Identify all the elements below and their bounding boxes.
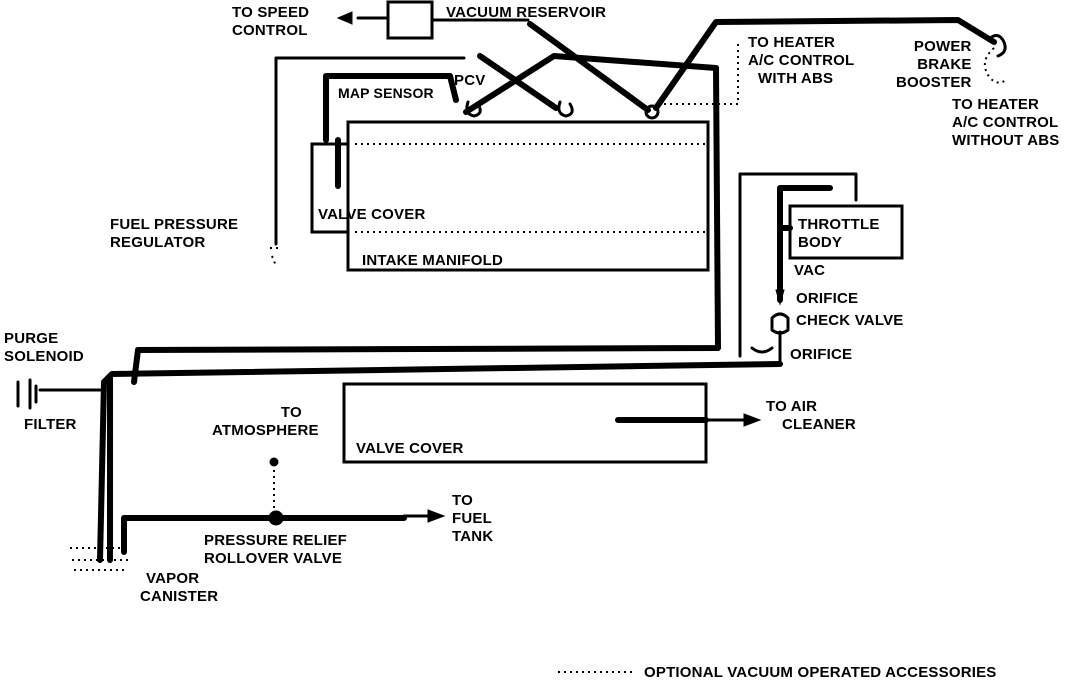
manifold-port-fitting (557, 100, 574, 118)
optional-heater-ac-abs-line (664, 40, 739, 105)
intake-manifold-label: INTAKE MANIFOLD (362, 252, 504, 269)
atmosphere-vent-tip (269, 457, 279, 467)
throttle-body-box (788, 204, 904, 260)
to-atmosphere-label: TO ATMOSPHERE (212, 404, 319, 439)
vapor-canister-label: VAPOR CANISTER (140, 570, 219, 605)
orifice-lower-fitting (750, 346, 774, 354)
map-sensor-hose (323, 73, 459, 143)
to-speed-control-label: TO SPEED CONTROL (232, 4, 310, 39)
brake-booster-fitting (986, 34, 1007, 58)
to-heater-no-abs-label: TO HEATER A/C CONTROL WITHOUT ABS (952, 96, 1060, 149)
to-fuel-tank-label: TO FUEL TANK (452, 492, 494, 545)
pcv-fitting (465, 100, 482, 118)
pcv-label: PCV (454, 72, 486, 89)
valve-cover-top-box (346, 120, 710, 272)
fuel-regulator-loop-hose (274, 56, 466, 246)
reservoir-manifold-port (644, 104, 660, 120)
canister-to-tank-hose (121, 515, 407, 555)
filter-label: FILTER (24, 416, 77, 433)
check-valve-fitting (770, 312, 790, 335)
manifold-to-purge-hose (131, 65, 721, 385)
legend-label: OPTIONAL VACUUM OPERATED ACCESSORIES (644, 664, 997, 681)
throttle-bracket (738, 172, 858, 358)
purge-solenoid-label: PURGE SOLENOID (4, 330, 84, 365)
map-sensor-label: MAP SENSOR (338, 85, 434, 101)
to-air-cleaner-label: TO AIR CLEANER (766, 398, 856, 433)
throttle-vac-hose (777, 185, 833, 231)
pressure-relief-label: PRESSURE RELIEF ROLLOVER VALVE (204, 532, 348, 567)
vacuum-reservoir-label: VACUUM RESERVOIR (446, 4, 607, 21)
vac-label: VAC (794, 262, 826, 279)
valve-cover-top-label: VALVE COVER (318, 206, 426, 223)
vapor-canister-marks (70, 547, 130, 571)
fuel-tank-arrow (427, 509, 446, 523)
speed-control-arrow (336, 11, 353, 25)
throttle-body-label: THROTTLE BODY (798, 216, 880, 251)
reservoir-to-manifold-hose (527, 21, 651, 113)
air-cleaner-arrow (743, 413, 762, 427)
fuel-regulator-fitting (270, 247, 282, 267)
valve-cover-side (310, 142, 348, 234)
orifice-upper-fitting (775, 289, 785, 306)
to-heater-abs-label: TO HEATER A/C CONTROL WITH ABS (748, 34, 855, 87)
check-valve-label: CHECK VALVE (796, 312, 904, 329)
valve-cover-bottom-label: VALVE COVER (356, 440, 464, 457)
map-cross-hose (477, 53, 559, 111)
pcv-hose (463, 53, 719, 115)
orifice-lower-label: ORIFICE (790, 346, 853, 363)
pressure-relief-valve (268, 510, 284, 526)
vacuum-reservoir-box (386, 0, 434, 40)
fuel-pressure-regulator-label: FUEL PRESSURE REGULATOR (110, 216, 239, 251)
purge-solenoid-body (16, 378, 38, 410)
orifice-upper-label: ORIFICE (796, 290, 859, 307)
power-brake-booster-label: POWER BRAKE BOOSTER (896, 38, 972, 91)
